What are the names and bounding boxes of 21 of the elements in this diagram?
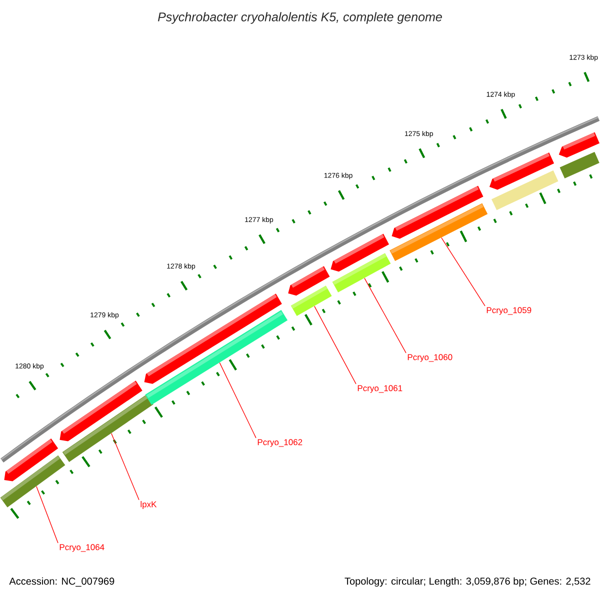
gene-bar [0, 455, 66, 508]
leader-line [364, 278, 406, 354]
gene-label: Pcryo_1059 [486, 307, 532, 315]
footer-text: Topology: circular; Length: 3,059,876 bp; Genes: 2,532 [344, 577, 590, 587]
gene-label: Pcryo_1064 [60, 544, 104, 552]
leader-line [314, 306, 356, 384]
gene-label: Pcryo_1062 [258, 439, 302, 447]
gene-bar [290, 286, 332, 316]
gene-bar [62, 394, 154, 462]
footer-text: Accession: NC_007969 [9, 577, 114, 587]
gene-bar [332, 253, 391, 292]
gene-bar [145, 310, 288, 405]
leader-line [36, 486, 58, 544]
leader-line [111, 433, 140, 500]
leader-line [219, 362, 256, 438]
gene-label: lpxK [140, 501, 157, 509]
leader-line [441, 237, 486, 306]
title: Psychrobacter cryohalolentis K5, complete genome [158, 12, 442, 24]
gene-label: Pcryo_1060 [408, 354, 452, 362]
gene-bar [390, 203, 488, 262]
gene-label: Pcryo_1061 [358, 385, 402, 393]
